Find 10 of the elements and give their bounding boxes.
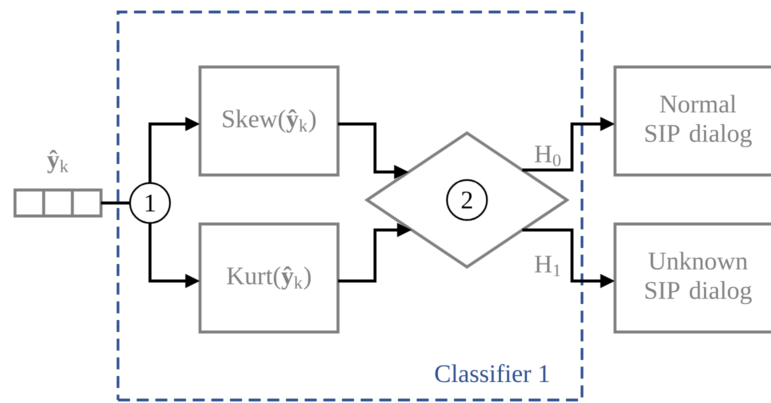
process-box: Normal SIP dialog — [614, 66, 771, 176]
classifier-frame — [116, 10, 584, 402]
edge-label: H$_{0}$ — [534, 146, 561, 166]
process-box: Kurt(ŷ$_{k}$) — [198, 222, 340, 334]
buffer-drawing — [14, 188, 102, 218]
process-box: Unknown SIP dialog — [614, 222, 771, 334]
frame-label: Classifier 1 — [435, 364, 549, 382]
process-box: Skew(ŷ$_{k}$) — [198, 66, 340, 176]
edge-label: H$_{1}$ — [534, 256, 560, 276]
buffer-label: ŷ$_{k}$ — [47, 150, 68, 174]
